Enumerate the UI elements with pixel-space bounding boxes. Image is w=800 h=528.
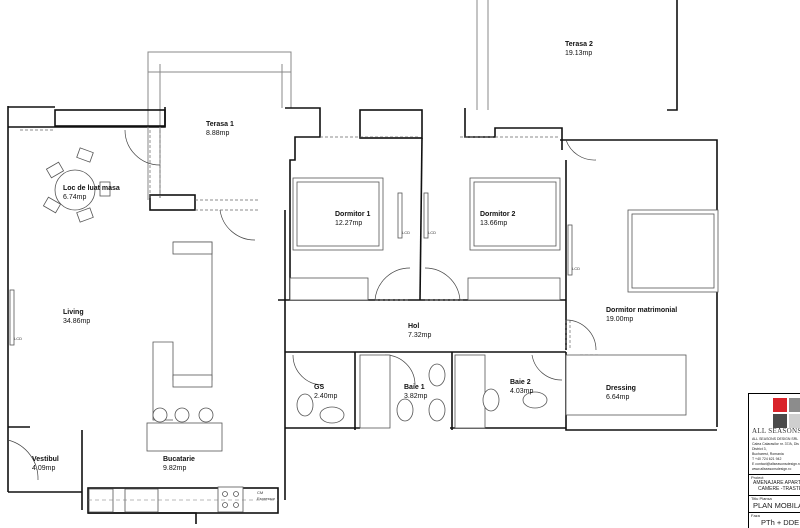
phase-section: Faza PTh + DDE	[749, 512, 800, 527]
logo-square-light	[789, 414, 800, 428]
sheet-title-section: Titlu Plansa PLAN MOBILA	[749, 495, 800, 510]
title-block: ALL SEASONS D ALL SEASONS DESIGN SRL Cal…	[748, 393, 800, 528]
espressor-label: Espressor	[257, 496, 276, 501]
logo-square-dark	[773, 414, 787, 428]
logo-square-red	[773, 398, 787, 412]
west-wall	[7, 106, 82, 493]
lcd-label-matrimonial: LCD	[572, 266, 581, 271]
logo-square-grey	[789, 398, 800, 412]
company-info: ALL SEASONS DESIGN SRL Calea Calarasilor…	[752, 437, 800, 471]
cm-label: CM	[257, 490, 264, 495]
company-name: ALL SEASONS D	[752, 427, 800, 435]
project-section: Proiect AMENAJARE APARTAN CAMERE -TRASTE…	[749, 474, 800, 492]
lcd-label-living: LCD	[14, 336, 23, 341]
lcd-label-dormitor-2: LCD	[428, 230, 437, 235]
lcd-label-dormitor-1: LCD	[402, 230, 411, 235]
dining-table	[54, 169, 96, 211]
